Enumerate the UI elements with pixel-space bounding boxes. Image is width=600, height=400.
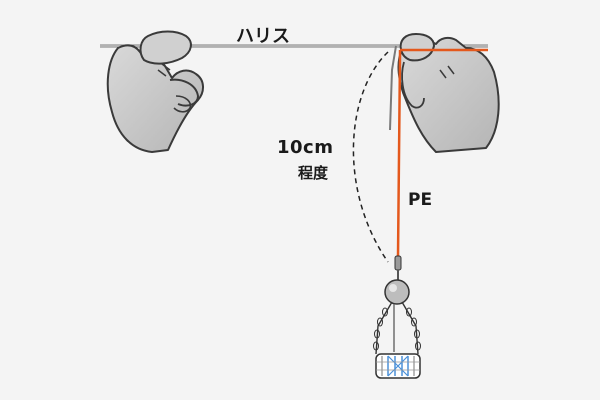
approx-label: 程度 [298, 164, 329, 182]
pe-line [396, 48, 488, 257]
bait-basket-icon [375, 353, 421, 379]
leader-label: ハリス [236, 26, 290, 47]
length-label: 10cm [277, 137, 334, 158]
left-hand-icon [106, 30, 204, 153]
basket-chain-left [373, 307, 388, 351]
swivel-icon [394, 255, 402, 282]
length-arc [352, 51, 389, 263]
pe-label: PE [408, 190, 433, 210]
leader-loop-line [389, 45, 397, 131]
basket-chain-right [406, 307, 421, 351]
sinker-ball-icon [384, 279, 410, 305]
right-hand-icon [397, 32, 500, 153]
